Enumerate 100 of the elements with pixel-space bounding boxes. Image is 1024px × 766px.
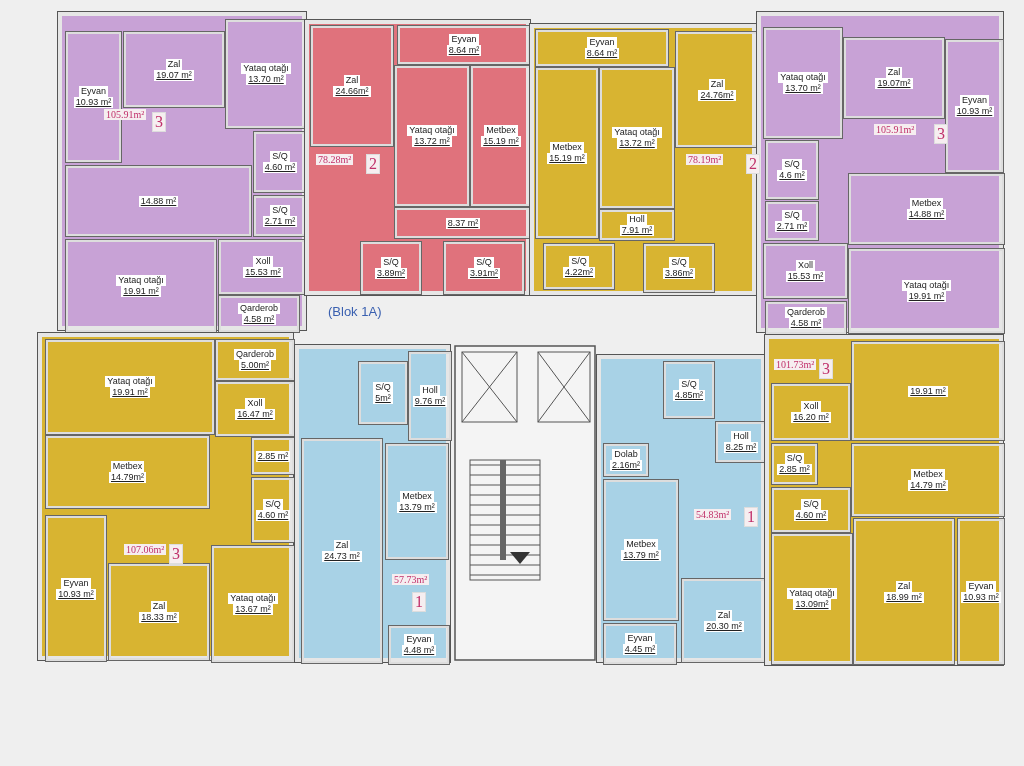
room — [958, 519, 1004, 664]
room-name: Qarderob — [785, 307, 827, 318]
apartment-number: 2 — [746, 154, 760, 174]
room-area-label: 4.22m² — [563, 266, 595, 278]
room-area-label: 13.09m² — [793, 599, 831, 610]
room-area-label: 19.91 m² — [906, 291, 947, 302]
room — [219, 240, 307, 294]
apartment-area-label: 54.83m² — [694, 509, 732, 520]
room — [772, 384, 850, 440]
room-name: Xoll — [245, 398, 265, 409]
room — [311, 26, 393, 146]
room-area-label: 4.6 m² — [777, 170, 807, 181]
apartment-area — [38, 333, 293, 660]
room — [536, 30, 668, 66]
room-area-label: 4.60 m² — [262, 162, 298, 173]
room-name: Yataq otağı — [612, 127, 662, 138]
room — [124, 32, 224, 107]
room-name: Zal — [150, 601, 168, 612]
room-name: Holl — [731, 431, 751, 442]
room-name: S/Q — [679, 379, 699, 390]
room-name: S/Q — [569, 255, 589, 267]
room-area-label: 5.00m² — [239, 360, 271, 371]
room-area-label: 8.37 m² — [445, 217, 481, 229]
room — [216, 382, 294, 436]
room-name: Zal — [715, 609, 733, 621]
room-area-label: 14.88 m² — [138, 195, 179, 207]
room-name: Yataq otağı — [901, 280, 952, 291]
room-area-label: 15.19 m² — [481, 136, 521, 147]
room-name: Metbex — [911, 469, 945, 480]
room-area-label: 10.93 m² — [961, 591, 1001, 603]
room-name: Eyvan — [587, 37, 617, 48]
room-area-label: 16.20 m² — [791, 412, 831, 423]
room-name: Metbex — [624, 539, 658, 550]
apartment-number: 3 — [169, 544, 183, 564]
apartment-area-label: 105.91m² — [874, 124, 917, 135]
room — [46, 340, 214, 434]
room-name: S/Q — [270, 151, 290, 162]
room — [604, 624, 676, 664]
room-name: S/Q — [782, 210, 802, 221]
room-area-label: 4.48 m² — [401, 645, 437, 656]
apartment-area-label: 105.91m² — [104, 109, 147, 120]
apartment-number: 1 — [744, 507, 758, 527]
room-area-label: 4.60 m² — [255, 510, 291, 521]
room-area-label: 9.76 m² — [412, 396, 448, 407]
room-name: Yataq otağı — [105, 376, 155, 387]
room-name: S/Q — [784, 453, 805, 464]
room-name: Qarderob — [238, 303, 280, 314]
room-name: Yataq otağı — [241, 63, 291, 74]
apartment-area-label: 101.73m² — [774, 359, 817, 370]
apartment-area-label: 78.28m² — [316, 154, 354, 165]
room-area-label: 2.71 m² — [262, 216, 298, 227]
room-area-label: 8.64 m² — [584, 48, 620, 59]
room-area-label: 13.79 m² — [621, 550, 661, 561]
room-area-label: 19.91 m² — [121, 286, 161, 297]
room-name: S/Q — [801, 499, 821, 510]
room — [854, 519, 954, 664]
room-area-label: 10.93 m² — [954, 106, 995, 117]
room-area-label: 20.30 m² — [704, 620, 744, 632]
room-name: Metbex — [484, 125, 518, 136]
room-area-label: 15.19 m² — [547, 153, 587, 164]
room-area-label: 10.93 m² — [73, 97, 114, 108]
room — [600, 68, 674, 208]
room-name: Metbex — [909, 198, 944, 209]
room-area-label: 24.76m² — [698, 89, 736, 101]
room-name: Zal — [165, 58, 183, 70]
room — [946, 40, 1003, 172]
room-area-label: 24.66m² — [333, 86, 371, 97]
room-area-label: 24.73 m² — [322, 551, 362, 562]
room — [46, 516, 106, 661]
room — [252, 438, 294, 474]
room-area-label: 15.53 m² — [243, 267, 283, 278]
room-name: Xoll — [801, 401, 821, 412]
room — [109, 564, 209, 660]
room — [361, 242, 421, 294]
room-area-label: 13.70 m² — [246, 74, 286, 85]
room-name: S/Q — [270, 205, 290, 216]
room-area-label: 4.60 m² — [793, 510, 829, 521]
apartment-number: 2 — [366, 154, 380, 174]
room-area-label: 18.99 m² — [884, 591, 924, 603]
room-area-label: 4.45 m² — [622, 644, 658, 655]
room-area-label: 19.07m² — [875, 78, 913, 89]
room-area-label: 14.79m² — [109, 472, 146, 483]
room — [216, 340, 294, 380]
room — [395, 66, 469, 206]
room-area-label: 18.33 m² — [139, 612, 179, 623]
room-area-label: 13.67 m² — [233, 604, 273, 615]
room — [66, 166, 251, 236]
room-area-label: 3.86m² — [663, 268, 695, 279]
room-name: Eyvan — [79, 86, 108, 97]
room-name: Xoll — [253, 256, 273, 267]
apartment-area — [597, 355, 765, 662]
apartment-number: 3 — [819, 359, 833, 379]
room-name: S/Q — [669, 257, 689, 268]
block-label: (Blok 1A) — [328, 304, 382, 319]
room-area-label: 14.79 m² — [908, 480, 948, 491]
room — [212, 546, 294, 662]
room-area-label: 2.85 m² — [777, 464, 812, 475]
room-name: Qarderob — [234, 349, 276, 360]
room-area-label: 7.91 m² — [619, 225, 655, 236]
room — [46, 436, 209, 508]
